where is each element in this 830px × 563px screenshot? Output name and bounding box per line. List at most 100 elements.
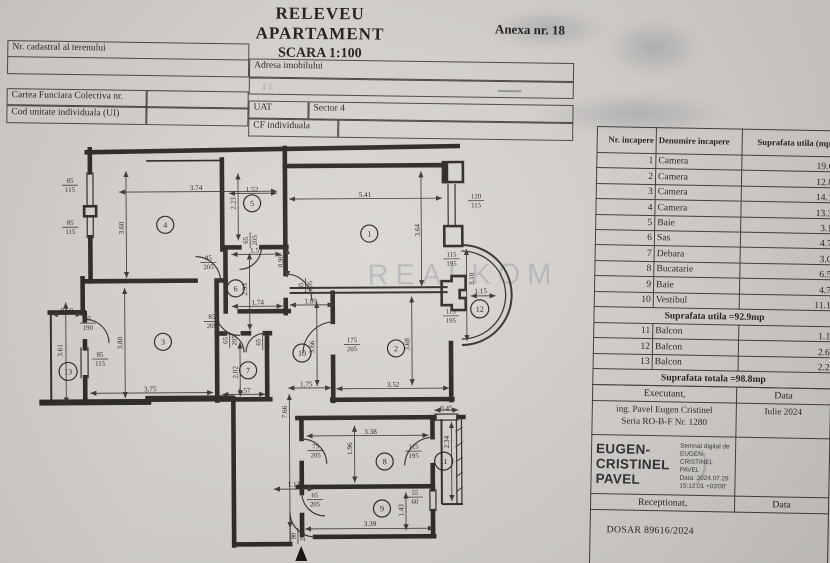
svg-text:3.60: 3.60 — [118, 221, 126, 234]
dim-label: 3.52 — [387, 381, 400, 389]
dim-label: 5.41 — [359, 191, 372, 199]
svg-text:5.41: 5.41 — [359, 191, 372, 199]
cell-area: 3.0 — [740, 247, 830, 265]
room-number-circle: 7 — [239, 361, 258, 380]
dimension-labels-layer: 85115851153.743.601.522.235.413.64120115… — [56, 178, 487, 545]
cell-nr: 7 — [595, 244, 655, 262]
cell-name: Baie — [654, 215, 741, 233]
dosar-number: DOSAR 89616/2024 — [606, 524, 694, 537]
svg-text:10: 10 — [298, 349, 306, 358]
room-number-circle: 2 — [386, 339, 406, 358]
svg-text:3.38: 3.38 — [364, 428, 377, 436]
svg-text:85: 85 — [208, 314, 215, 321]
svg-text:3.75: 3.75 — [144, 385, 157, 393]
svg-text:115: 115 — [95, 361, 106, 368]
room-number-circle: 9 — [372, 499, 392, 518]
svg-text:205: 205 — [203, 264, 214, 271]
doors-layer — [84, 247, 433, 545]
svg-text:11: 11 — [440, 457, 448, 466]
cell-nr: 3 — [596, 183, 656, 200]
dim-label: 1.57 — [238, 387, 251, 395]
cell-area: 11.1 — [739, 293, 830, 311]
svg-text:3.74: 3.74 — [190, 184, 203, 192]
cell-nr: 6 — [595, 229, 655, 246]
room-number-circle: 12 — [470, 299, 490, 319]
svg-text:205: 205 — [347, 346, 358, 353]
cell-name: Camera — [655, 184, 742, 202]
svg-text:85: 85 — [84, 316, 91, 323]
svg-text:205: 205 — [231, 335, 238, 346]
svg-text:190: 190 — [83, 325, 94, 332]
svg-text:205: 205 — [300, 530, 307, 541]
svg-text:1.13: 1.13 — [288, 480, 301, 488]
svg-text:1.89: 1.89 — [304, 297, 317, 305]
cell-area: 19.6 — [741, 155, 830, 173]
cell-nr: 4 — [595, 198, 656, 216]
svg-text:0.45: 0.45 — [440, 404, 453, 412]
executant-series: Seria RO-B-F Nr. 1280 — [621, 415, 708, 427]
cell-area: 13.3 — [740, 201, 830, 219]
ghost-stamp-smudge — [606, 18, 701, 78]
dim-label: 3.74 — [190, 184, 203, 192]
svg-text:9: 9 — [380, 504, 384, 513]
dim-label: 3.10 — [468, 272, 476, 285]
svg-text:1.43: 1.43 — [397, 504, 405, 517]
svg-text:8: 8 — [383, 457, 387, 466]
svg-text:75: 75 — [312, 443, 319, 450]
dim-label: 2.95 — [241, 283, 249, 296]
svg-text:115: 115 — [65, 229, 76, 236]
cell-nr: 1 — [596, 152, 657, 169]
windows-layer — [80, 172, 464, 512]
cell-area: 6.5 — [739, 262, 830, 280]
cell-name: Bucatarie — [653, 261, 741, 279]
entrance-arrow — [295, 545, 308, 562]
cell-nr: 9 — [594, 275, 654, 293]
cell-name: Debara — [654, 245, 741, 263]
dim-label: 1.13 — [288, 480, 301, 488]
dim-label: 1.89 — [304, 297, 317, 305]
cell-nr: 11 — [593, 322, 653, 339]
svg-text:55: 55 — [411, 490, 418, 497]
pillar-block — [440, 274, 468, 312]
svg-text:195: 195 — [446, 318, 457, 325]
dim-label: 3.64 — [414, 224, 422, 237]
room-number-circle: 10 — [292, 343, 312, 363]
svg-text:195: 195 — [446, 261, 457, 268]
svg-text:85: 85 — [97, 352, 104, 359]
executant-signature-cell: EUGEN- CRISTINEL PAVEL Semnat digital de… — [590, 434, 736, 497]
dim-label: 0.90 — [277, 254, 285, 267]
svg-text:120: 120 — [471, 193, 482, 200]
svg-text:2: 2 — [394, 344, 398, 353]
cell-nr: 8 — [594, 260, 655, 277]
cell-area: 2.2 — [738, 355, 830, 373]
svg-text:1: 1 — [367, 229, 371, 238]
svg-text:3: 3 — [161, 338, 165, 347]
cell-name: Vestibul — [653, 292, 740, 310]
dim-label: 3.61 — [56, 344, 64, 357]
cell-area: 12.8 — [741, 170, 830, 188]
room-number-circle: 3 — [153, 332, 173, 351]
cell-name: Balcon — [652, 338, 739, 356]
cell-area: 4.7 — [740, 232, 830, 250]
svg-text:3.10: 3.10 — [468, 272, 476, 285]
col-header-denumire: Denumire incapere — [656, 127, 743, 156]
dim-label: 1.74 — [251, 299, 264, 307]
svg-text:85: 85 — [205, 255, 212, 262]
cell-nr: 12 — [593, 337, 653, 355]
svg-text:205: 205 — [310, 501, 321, 508]
room-number-circle: 11 — [434, 451, 454, 471]
dim-label: 3.80 — [116, 336, 124, 349]
dim-label: 7.66 — [281, 405, 289, 418]
executant-digital-signature: EUGEN- CRISTINEL PAVEL — [595, 441, 670, 488]
dim-label: 0.60 — [60, 307, 73, 315]
executant-date: Iulie 2024 — [735, 403, 830, 439]
